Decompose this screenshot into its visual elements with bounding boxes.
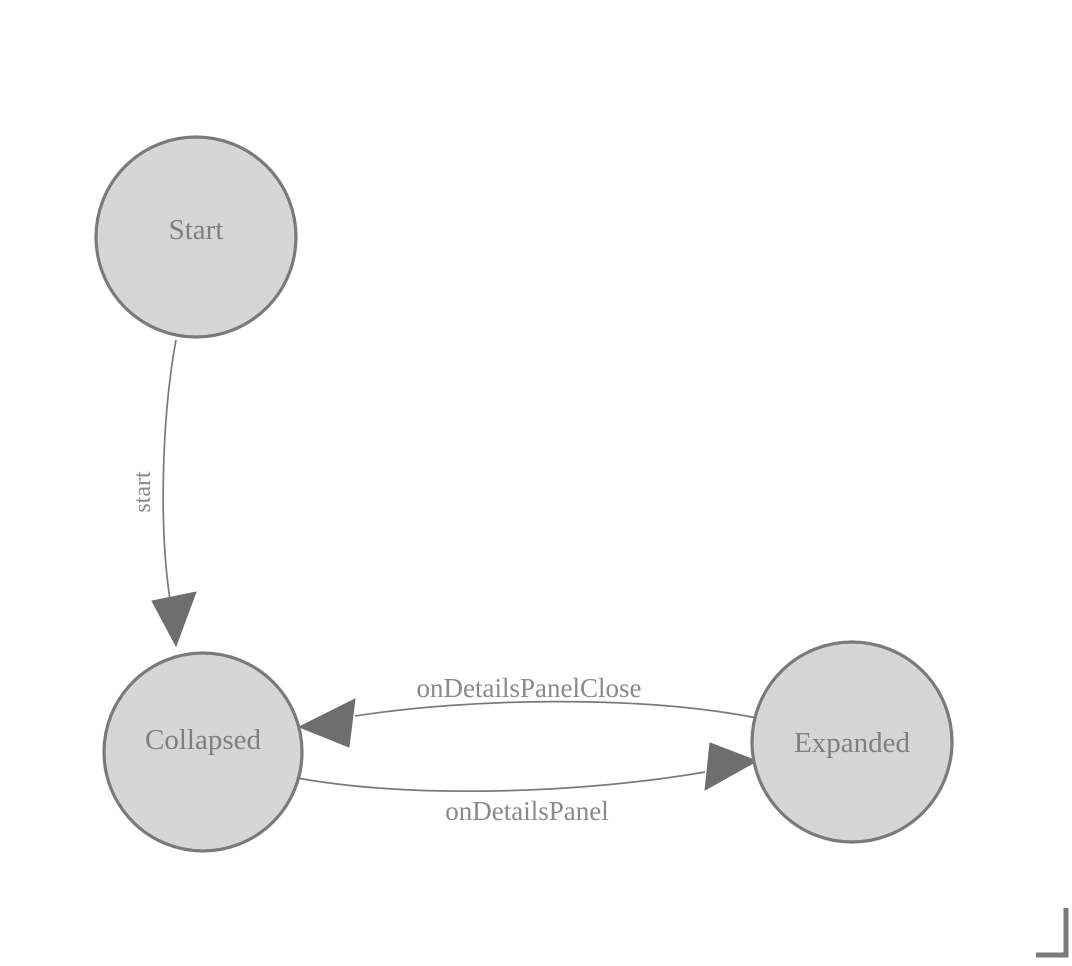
edge-label-on-details-panel: onDetailsPanel [445,796,608,826]
edge-path-start-to-collapsed [162,339,177,601]
state-node-expanded-circle [750,640,954,844]
arrowhead-left-icon [297,698,356,748]
arrowhead-right-icon [704,742,759,791]
resize-corner-bracket-icon[interactable] [1036,908,1069,958]
edge-expanded-to-collapsed[interactable]: onDetailsPanelClose [297,673,758,748]
state-node-expanded-label: Expanded [794,727,910,759]
edge-path-collapsed-to-expanded [296,771,706,793]
state-node-collapsed-label: Collapsed [145,724,261,756]
edge-path-expanded-to-collapsed [354,700,758,719]
state-node-start-circle [94,135,298,339]
state-node-expanded[interactable]: Expanded [750,640,954,844]
state-node-collapsed[interactable]: Collapsed [102,651,304,853]
edge-label-start: start [130,471,156,513]
edge-collapsed-to-expanded[interactable]: onDetailsPanel [296,742,759,826]
edge-start-to-collapsed[interactable]: start [130,339,197,648]
arrowhead-down-icon [151,591,197,648]
state-node-start[interactable]: Start [94,135,298,339]
edge-label-on-details-panel-close: onDetailsPanelClose [417,673,642,703]
state-node-start-label: Start [169,214,224,246]
state-node-collapsed-circle [102,651,304,853]
